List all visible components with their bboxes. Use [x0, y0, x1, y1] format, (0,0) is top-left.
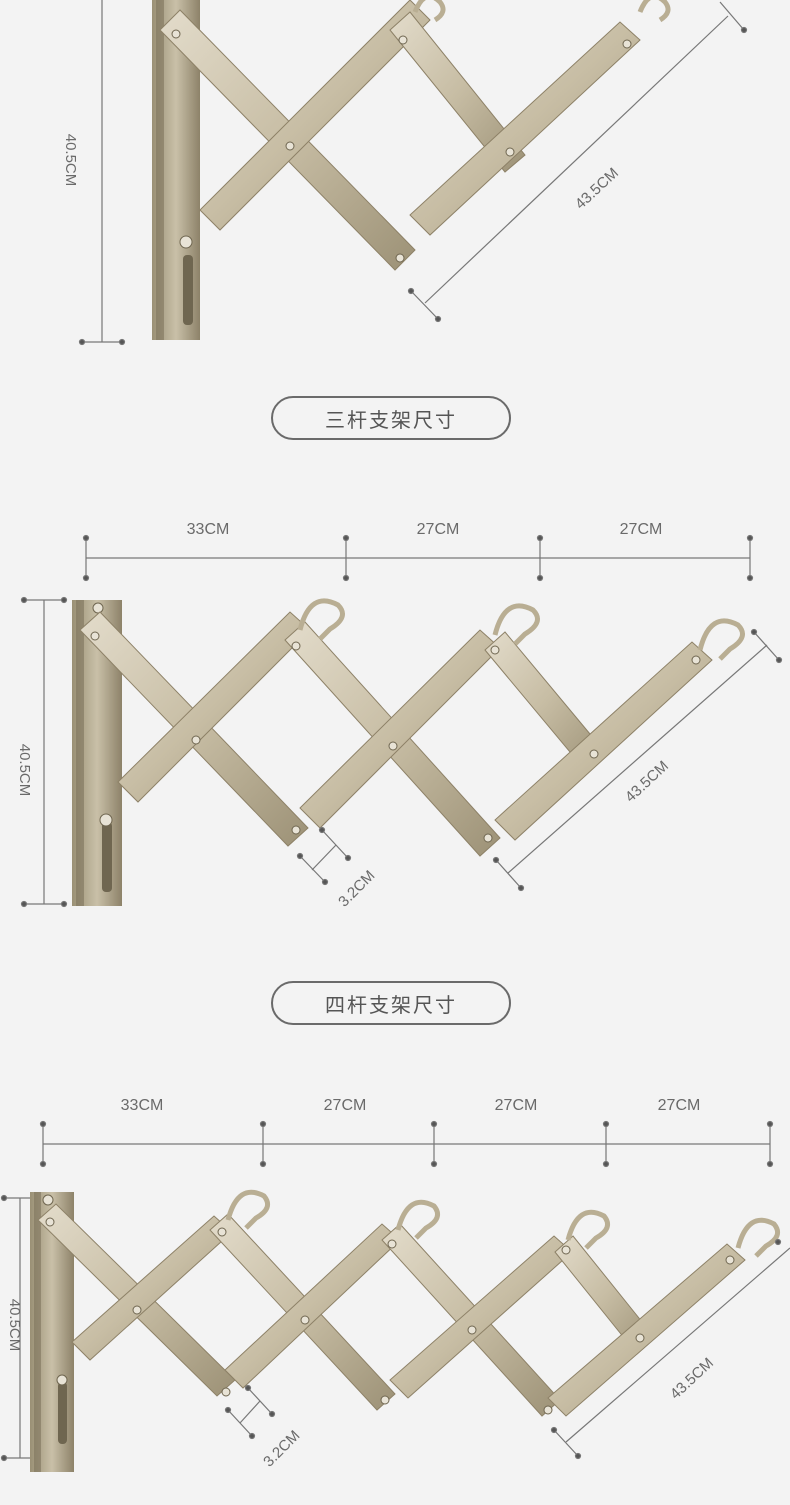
- hook-icon: [300, 601, 743, 659]
- section-four-bar: 33CM 27CM 27CM 27CM 40.5CM: [0, 1080, 790, 1500]
- arm-label: 43.5CM: [667, 1355, 717, 1403]
- scissor-arms: [160, 0, 640, 270]
- height-dimension: [80, 0, 125, 345]
- scissor-arms: [38, 1204, 745, 1416]
- thickness-label: 3.2CM: [260, 1427, 303, 1470]
- width-label-3: 27CM: [495, 1097, 538, 1114]
- height-label: 40.5CM: [6, 1299, 23, 1352]
- arm-dimension: [409, 2, 747, 322]
- width-label-2: 27CM: [417, 521, 460, 538]
- thickness-dimension: [226, 1386, 275, 1439]
- three-bar-diagram: 33CM 27CM 27CM 40.5CM: [0, 500, 790, 940]
- height-label: 40.5CM: [62, 134, 79, 187]
- section-two-bar: 40.5CM: [0, 0, 790, 360]
- hook-icon: [228, 1192, 778, 1256]
- height-label: 40.5CM: [16, 744, 33, 797]
- width-label-3: 27CM: [620, 521, 663, 538]
- section-three-bar: 33CM 27CM 27CM 40.5CM: [0, 500, 790, 940]
- two-bar-diagram: 40.5CM: [0, 0, 790, 360]
- scissor-arms: [80, 612, 712, 856]
- width-label-2: 27CM: [324, 1097, 367, 1114]
- arm-label: 43.5CM: [572, 165, 622, 213]
- width-label-1: 33CM: [121, 1097, 164, 1114]
- thickness-label: 3.2CM: [335, 867, 378, 910]
- section-title-four-bar: 四杆支架尺寸: [271, 981, 511, 1025]
- arm-label: 43.5CM: [622, 758, 672, 806]
- width-dimension: [84, 536, 753, 581]
- hook-icon: [415, 0, 668, 20]
- width-label-1: 33CM: [187, 521, 230, 538]
- arm-dimension: [494, 630, 782, 891]
- section-title-three-bar: 三杆支架尺寸: [271, 396, 511, 440]
- width-label-4: 27CM: [658, 1097, 701, 1114]
- width-dimension: [41, 1122, 773, 1167]
- four-bar-diagram: 33CM 27CM 27CM 27CM 40.5CM: [0, 1080, 790, 1500]
- thickness-dimension: [298, 828, 351, 885]
